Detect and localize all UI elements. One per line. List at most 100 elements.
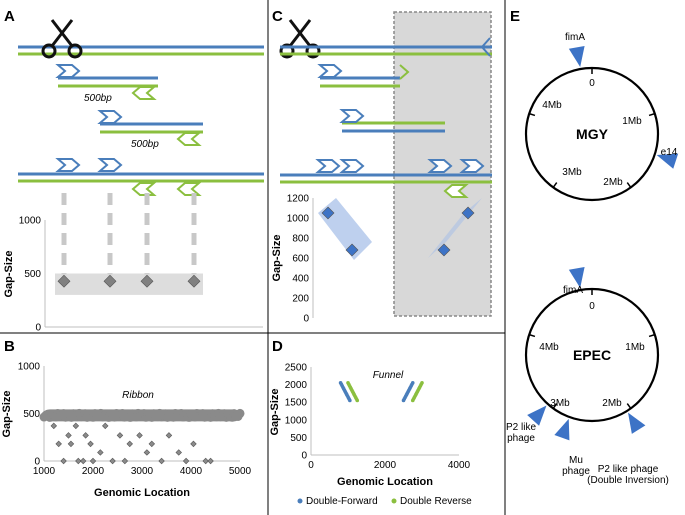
data-point: [79, 457, 87, 465]
insertion-triangle-icon: [527, 405, 547, 426]
scissors-handle: [305, 43, 321, 59]
x-tick-label: 1000: [33, 466, 56, 477]
reverse-arrow-icon: [131, 182, 157, 196]
genome-tick-label: 1Mb: [622, 116, 642, 127]
forward-arrow-icon: [339, 159, 365, 173]
reverse-arrow-icon: [399, 64, 410, 80]
genome-tick: [626, 403, 632, 409]
fragment-label-2: 500bp: [131, 139, 159, 150]
legend-marker: [391, 498, 397, 504]
panel-c-schematic: [280, 37, 492, 198]
y-tick-label: 1000: [19, 216, 42, 227]
data-point: [140, 274, 154, 288]
data-point: [202, 457, 209, 465]
genome-tick-label: 2Mb: [603, 177, 623, 188]
data-point: [65, 432, 72, 439]
x-axis-title: Genomic Location: [94, 487, 190, 499]
y-axis-title: Gap-Size: [269, 388, 281, 435]
insertion-label: fimA: [563, 285, 583, 296]
data-point: [97, 449, 104, 456]
ribbon-point: [235, 408, 245, 418]
data-point: [103, 274, 117, 288]
y-tick-label: 1500: [285, 398, 308, 409]
data-point: [126, 440, 133, 448]
y-axis-title: Gap-Size: [3, 250, 15, 297]
data-point: [109, 457, 116, 465]
data-point: [87, 440, 94, 448]
genome-tick: [648, 333, 656, 338]
forward-arrow-icon: [339, 109, 365, 123]
forward-arrow-icon: [55, 158, 81, 172]
genome-tick-label: 4Mb: [542, 100, 562, 111]
scissors-icon: [279, 19, 321, 59]
data-point: [321, 206, 335, 220]
x-tick-label: 2000: [82, 466, 105, 477]
y-tick-label: 0: [35, 323, 41, 334]
forward-arrow-icon: [97, 158, 123, 172]
scissors-blade: [50, 19, 74, 47]
forward-arrow-icon: [459, 159, 485, 173]
y-axis-title: Gap-Size: [271, 234, 283, 281]
data-point: [355, 398, 360, 403]
forward-arrow-icon: [97, 110, 123, 124]
genome-tick: [528, 112, 536, 117]
data-point: [143, 449, 151, 456]
reverse-arrow-icon: [131, 86, 157, 100]
x-axis-title: Genomic Location: [337, 476, 433, 488]
y-tick-label: 2500: [285, 363, 308, 374]
insertion-label: e14: [661, 147, 678, 158]
legend-label: Double-Forward: [306, 496, 378, 507]
scissors-blade: [288, 19, 312, 47]
insertion-label: phage: [507, 433, 535, 444]
y-tick-label: 0: [301, 451, 307, 462]
y-tick-label: 200: [292, 294, 309, 305]
panel-letter-a: A: [4, 8, 15, 25]
panel-a-arrows: [55, 64, 202, 196]
panel-letter-b: B: [4, 338, 15, 355]
insertion-label: Mu: [569, 455, 583, 466]
panel-c-arrows: [315, 37, 491, 198]
y-axis-title: Gap-Size: [1, 390, 13, 437]
genome-tick-label: 0: [589, 301, 595, 312]
legend-label: Double Reverse: [400, 496, 472, 507]
x-tick-label: 2000: [374, 460, 397, 471]
data-point: [182, 457, 190, 465]
data-point: [136, 432, 143, 439]
data-point: [348, 398, 352, 403]
y-tick-label: 1000: [285, 415, 308, 426]
data-point: [345, 243, 359, 257]
scissors-icon: [41, 19, 83, 59]
y-tick-label: 600: [292, 254, 309, 265]
y-tick-label: 500: [24, 269, 41, 280]
y-tick-label: 0: [303, 314, 309, 325]
gap-size-band: [55, 273, 203, 295]
data-point: [102, 422, 109, 430]
panel-letter-d: D: [272, 338, 283, 355]
data-point: [89, 457, 97, 465]
y-tick-label: 2000: [285, 380, 308, 391]
reverse-arrow-icon: [176, 132, 202, 146]
reverse-arrow-icon: [443, 184, 469, 198]
insertion-label: fimA: [565, 32, 585, 43]
genome-tick: [552, 182, 558, 188]
panel-letter-e: E: [510, 8, 520, 25]
data-point: [437, 243, 451, 257]
genome-tick-label: 1Mb: [625, 342, 645, 353]
insertion-label: P2 like: [506, 422, 536, 433]
reverse-arrow-icon: [176, 182, 202, 196]
forward-arrow-icon: [480, 37, 491, 57]
legend-marker: [297, 498, 303, 504]
fragment-label-1: 500bp: [84, 93, 112, 104]
genome-tick: [552, 403, 558, 409]
insertion-label: phage: [562, 466, 590, 477]
genome-tick-label: 3Mb: [550, 398, 570, 409]
insertion-triangle-icon: [628, 412, 646, 434]
data-point: [148, 440, 156, 448]
genome-name: EPEC: [573, 347, 611, 363]
insertion-triangle-icon: [568, 266, 585, 289]
